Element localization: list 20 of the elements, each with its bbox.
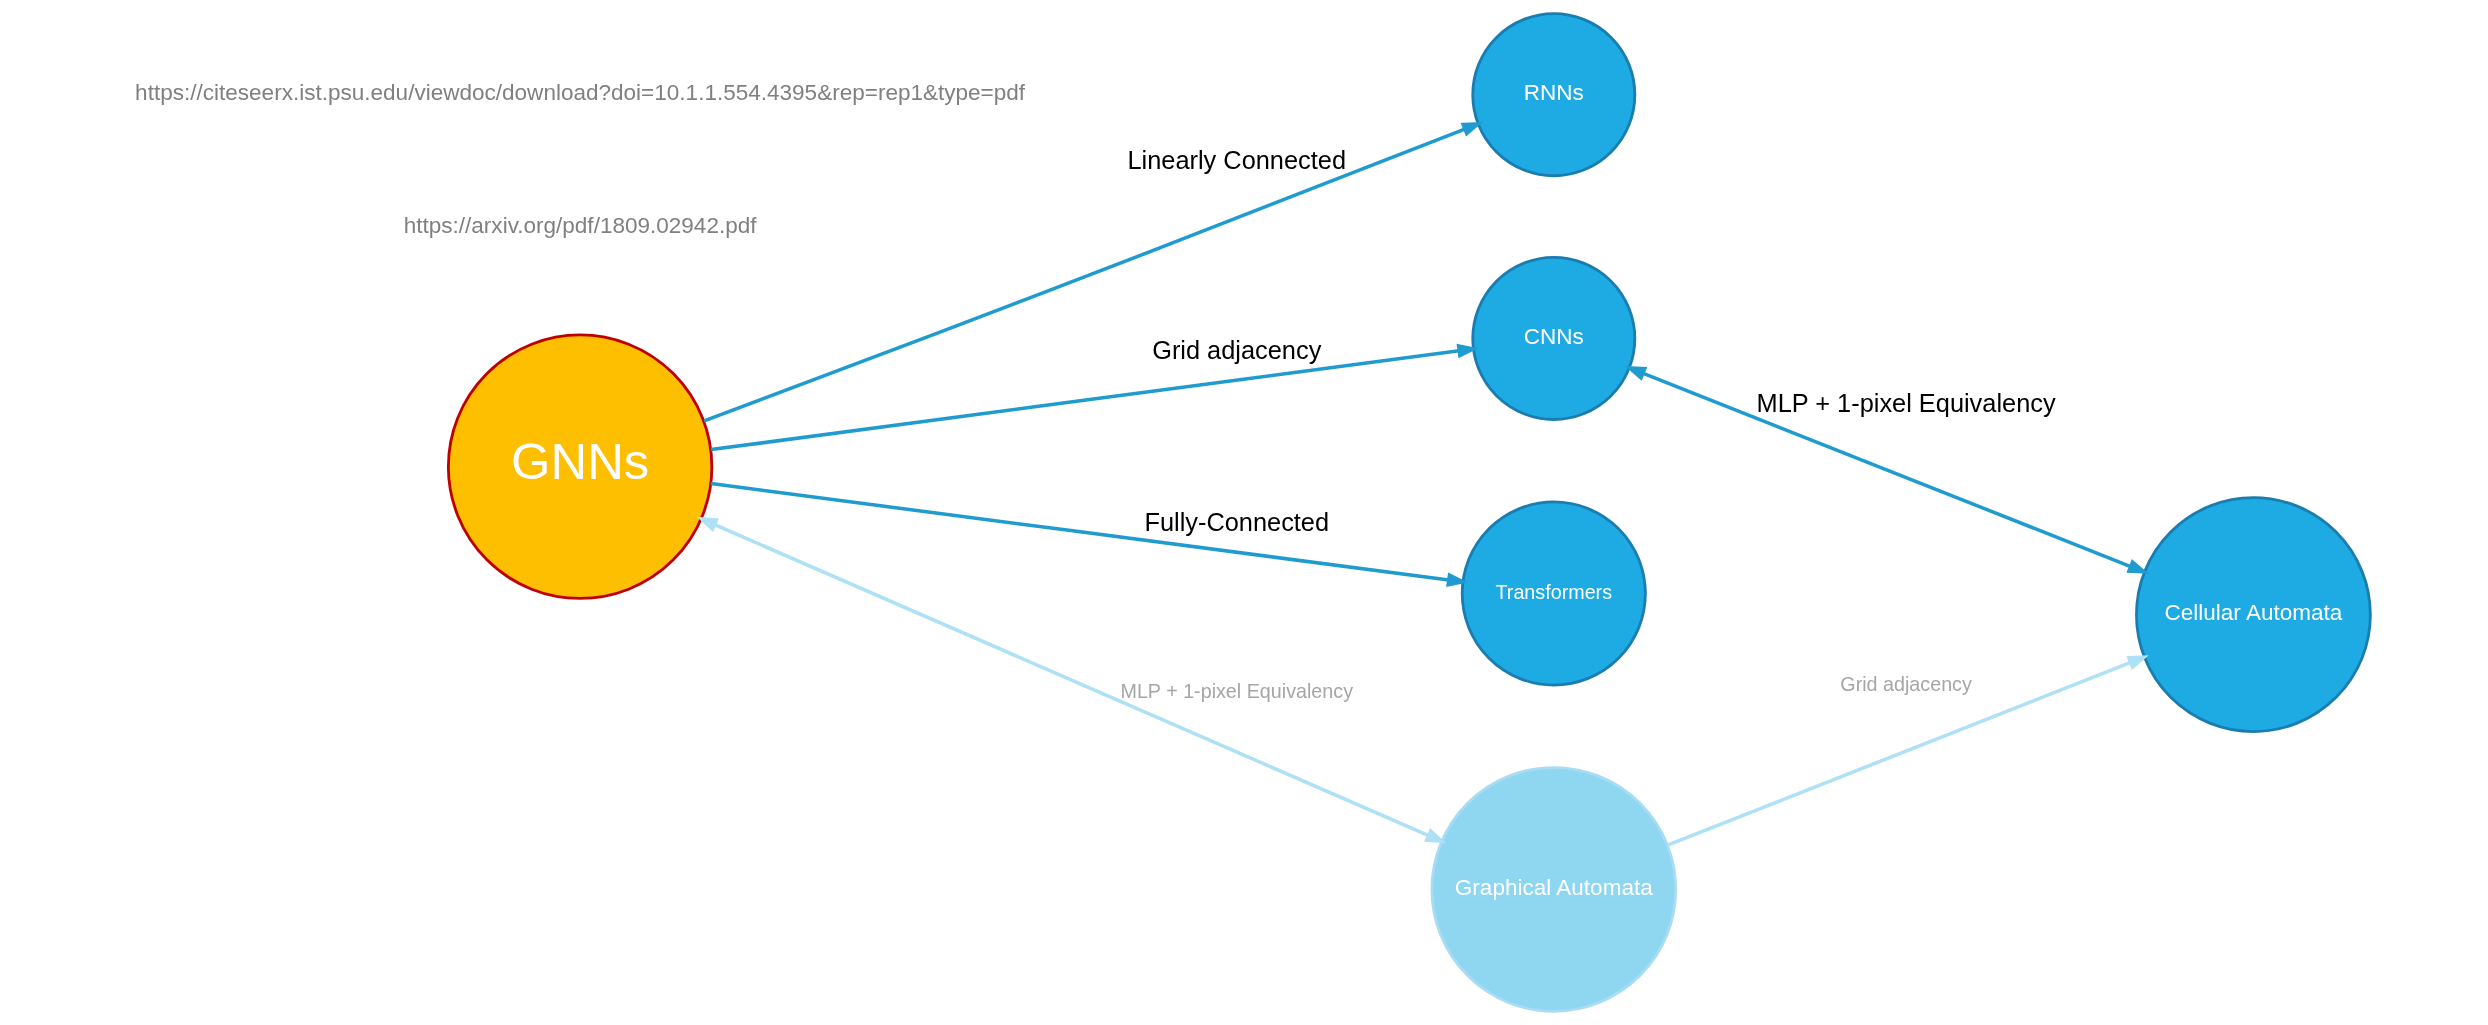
- label: https://citeseerx.ist.psu.edu/viewdoc/download?doi=10.1.1.554.4395&rep=rep1&type=pdf: [134, 80, 1025, 106]
- node-circle: Transformers: [1460, 500, 1647, 687]
- node-circle: Graphical Automata: [1430, 766, 1677, 1013]
- arrow: [696, 516, 1446, 844]
- arrow: [1624, 366, 2149, 574]
- arrow: [1666, 655, 2149, 847]
- edge-label: Grid adjacency: [1151, 335, 1321, 364]
- node-circle: RNNs: [1470, 12, 1636, 178]
- arrow: [710, 481, 1468, 588]
- label: https://arxiv.org/pdf/1809.02942.pdf: [403, 212, 757, 238]
- node-circle: Cellular Automata: [2134, 496, 2372, 733]
- edge-label: Fully-Connected: [1143, 507, 1329, 536]
- edge-label: MLP + 1-pixel Equivalency: [1756, 389, 2056, 418]
- edge-label: Linearly Connected: [1126, 145, 1346, 174]
- node-circle: GNNs: [446, 333, 713, 600]
- edge-label: Grid adjacency: [1839, 673, 1972, 696]
- arrow: [703, 121, 1483, 423]
- edge-label: MLP + 1-pixel Equivalency: [1119, 680, 1353, 703]
- node-circle: CNNs: [1470, 256, 1636, 421]
- arrow: [710, 343, 1479, 452]
